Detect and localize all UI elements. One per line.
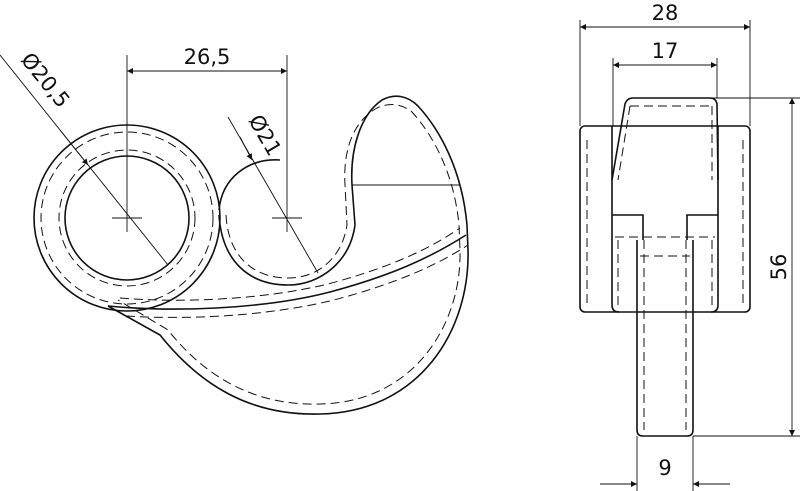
side-top-tab <box>611 97 719 181</box>
dim-big-hole: Ø20,5 <box>16 48 74 112</box>
dim-small-hole: Ø21 <box>244 111 286 160</box>
front-view: 26,5 Ø20,5 Ø21 <box>0 45 469 415</box>
web-curve <box>107 234 467 310</box>
web-curve-hidden-2 <box>125 244 469 318</box>
dim-overall-height: 56 <box>767 254 791 281</box>
dim-stem-width: 9 <box>658 456 671 480</box>
hook-outline <box>107 95 469 415</box>
side-stem <box>636 240 694 437</box>
side-inner-flange <box>611 126 719 313</box>
arrow-small-hole <box>239 136 253 161</box>
hook-hidden <box>117 104 461 405</box>
side-view: 28 17 56 9 <box>579 1 800 491</box>
web-curve-hidden <box>119 227 461 301</box>
side-tab-hidden <box>617 105 713 181</box>
side-outer-block <box>579 125 751 313</box>
dim-inner-width: 17 <box>652 39 679 63</box>
dim-center-distance: 26,5 <box>184 45 231 69</box>
dim-overall-width: 28 <box>652 1 679 25</box>
arrow-big-hole <box>59 129 89 166</box>
big-ring-outer-hidden <box>40 131 214 305</box>
big-ring-inner-hidden <box>58 149 196 287</box>
side-slots <box>612 214 718 240</box>
